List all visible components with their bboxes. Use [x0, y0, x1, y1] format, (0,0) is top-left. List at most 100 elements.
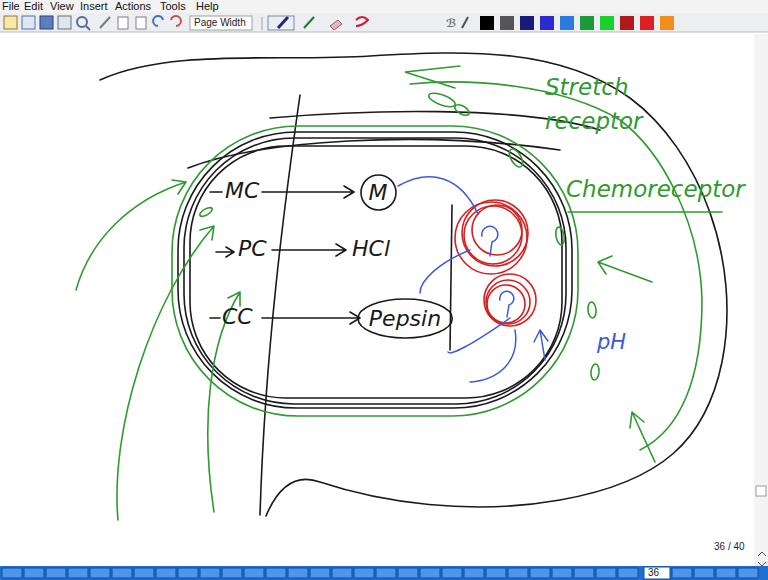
- app-chrome: [266, 568, 286, 578]
- green-wall-and-receptors: [405, 66, 460, 88]
- gastric-glands: [486, 280, 530, 324]
- green-wall-and-receptors: [630, 412, 655, 462]
- green-wall-and-receptors: [590, 364, 599, 381]
- app-chrome: [520, 16, 534, 30]
- blue-secretion-lines: [482, 226, 498, 256]
- green-wall-and-receptors: [117, 226, 214, 520]
- blue-secretion-lines: [398, 177, 478, 214]
- app-chrome: [86, 26, 90, 30]
- green-wall-and-receptors: [410, 82, 702, 450]
- app-chrome: [153, 16, 163, 26]
- circled-product: M: [360, 174, 397, 211]
- app-chrome: [480, 16, 494, 30]
- app-chrome: [190, 16, 252, 30]
- app-chrome: [118, 17, 128, 29]
- toolbar-icon: ℬ: [446, 17, 456, 30]
- stomach-outline: [188, 140, 560, 168]
- green-wall-and-receptors: [587, 302, 596, 319]
- app-chrome: [420, 568, 440, 578]
- app-chrome: [90, 568, 110, 578]
- handwritten-label: M: [369, 180, 388, 205]
- app-chrome: [738, 568, 758, 578]
- app-chrome: [200, 568, 220, 578]
- app-chrome: [644, 567, 670, 579]
- circle-outline: [358, 299, 452, 338]
- app-chrome: [486, 568, 506, 578]
- app-chrome: [244, 568, 264, 578]
- gastric-glands: [455, 202, 527, 274]
- blue-secretion-lines: [448, 318, 510, 353]
- app-chrome: [716, 568, 736, 578]
- stomach-outline: [184, 138, 566, 404]
- receptor-label: Chemoreceptor: [566, 176, 745, 202]
- app-chrome: [354, 568, 374, 578]
- app-chrome: [330, 20, 342, 30]
- app-chrome: [398, 568, 418, 578]
- app-chrome: [0, 13, 768, 32]
- app-chrome: [58, 16, 71, 29]
- gastric-glands: [472, 205, 522, 255]
- app-chrome: [540, 16, 554, 30]
- green-wall-and-receptors: [427, 91, 457, 110]
- text-arrows: [216, 247, 234, 257]
- blue-secretion-lines: [500, 291, 514, 317]
- app-chrome: [77, 17, 87, 27]
- app-chrome: [178, 568, 198, 578]
- green-wall-and-receptors: [568, 211, 722, 213]
- app-chrome: [672, 568, 692, 578]
- app-chrome: [462, 17, 468, 28]
- menu-item: Edit: [24, 0, 43, 12]
- gastric-glands: [455, 200, 536, 326]
- green-wall-and-receptors: [453, 103, 471, 118]
- app-chrome: [2, 568, 22, 578]
- receptor-label: Stretch receptor: [545, 70, 675, 138]
- app-chrome: [0, 566, 768, 580]
- green-wall-and-receptors: [507, 147, 526, 169]
- blue-secretion-lines: [470, 330, 516, 382]
- app-chrome: [171, 16, 181, 26]
- app-chrome: [0, 32, 768, 33]
- gastric-glands: [462, 200, 528, 266]
- app-chrome: [0, 0, 768, 13]
- gastric-glands: [464, 206, 522, 264]
- app-chrome: [660, 16, 674, 30]
- app-chrome: [278, 17, 288, 28]
- page-counter: 36: [648, 567, 659, 578]
- blue-secretion-lines: [420, 250, 470, 293]
- text-arrows: [210, 317, 220, 319]
- app-chrome: [40, 16, 53, 29]
- menu-item: Tools: [160, 0, 186, 12]
- app-chrome: [288, 568, 308, 578]
- app-chrome: [754, 34, 768, 566]
- app-chrome: [580, 16, 594, 30]
- app-chrome: [2, 568, 758, 578]
- stomach-outline: [260, 95, 300, 515]
- text-arrows: [210, 191, 222, 193]
- green-wall-and-receptors: [172, 126, 578, 416]
- app-chrome: [600, 16, 614, 30]
- handwritten-label: HCl: [352, 236, 390, 261]
- gastric-glands: [487, 285, 525, 323]
- app-chrome: [46, 568, 66, 578]
- app-chrome: [620, 16, 634, 30]
- app-chrome: [464, 568, 484, 578]
- app-chrome: [112, 568, 132, 578]
- blue-secretion-lines: [398, 177, 548, 382]
- stomach-outline: [450, 205, 452, 350]
- app-chrome: [268, 16, 294, 30]
- app-chrome: [596, 568, 616, 578]
- toolbar-field: Page Width: [194, 17, 246, 28]
- circled-product: Pepsin: [357, 298, 453, 339]
- handwritten-label: CC: [222, 304, 253, 329]
- blue-secretion-lines: [534, 330, 548, 360]
- menu-item: Actions: [115, 0, 151, 12]
- app-chrome: [4, 16, 17, 29]
- app-chrome: [530, 568, 550, 578]
- app-chrome: [640, 16, 654, 30]
- handwritten-label: PC: [238, 236, 267, 261]
- app-chrome: [68, 568, 88, 578]
- app-chrome: [304, 17, 314, 28]
- app-chrome: [222, 568, 242, 578]
